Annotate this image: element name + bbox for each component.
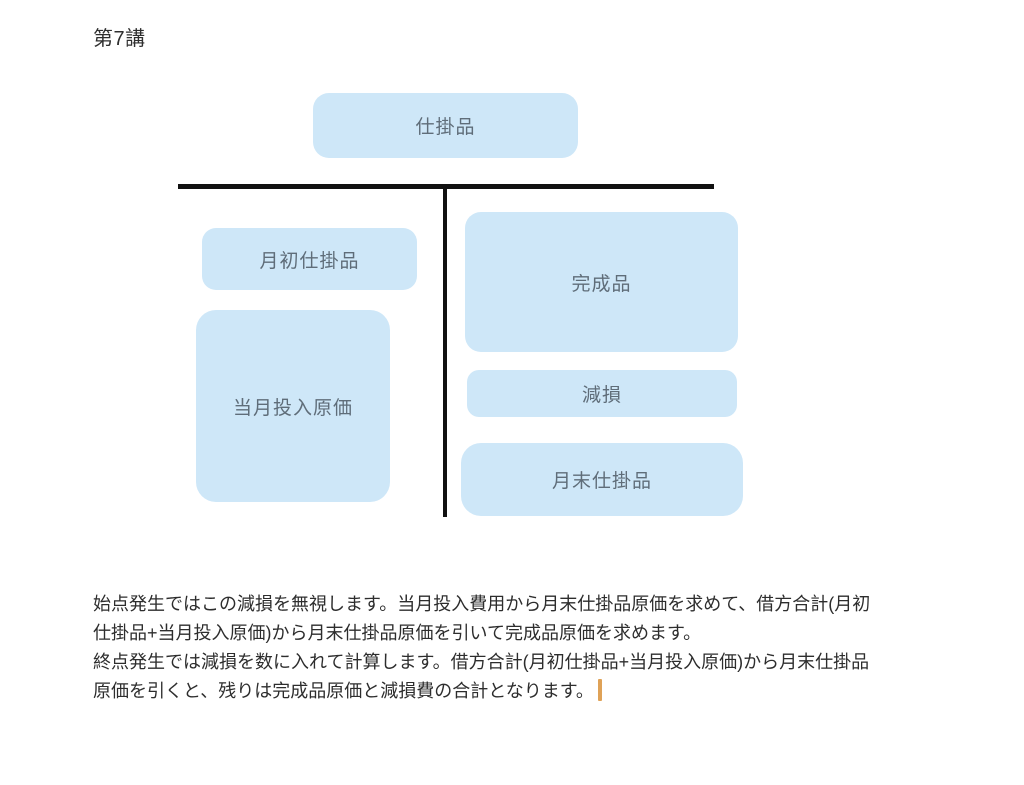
shape-wip-account-title[interactable]: 仕掛品 bbox=[313, 93, 578, 158]
t-account-vertical-line bbox=[443, 186, 447, 517]
note-line: 仕掛品+当月投入原価)から月末仕掛品原価を引いて完成品原価を求めます。 bbox=[93, 623, 702, 643]
shape-label: 月末仕掛品 bbox=[551, 471, 652, 492]
shape-ending-wip[interactable]: 月末仕掛品 bbox=[461, 443, 743, 516]
shape-beginning-wip[interactable]: 月初仕掛品 bbox=[202, 228, 417, 290]
shape-shrinkage-loss[interactable]: 減損 bbox=[467, 370, 737, 417]
page-title: 第7講 bbox=[93, 28, 146, 50]
shape-current-month-input-cost[interactable]: 当月投入原価 bbox=[196, 310, 390, 502]
shape-finished-goods[interactable]: 完成品 bbox=[465, 212, 738, 352]
shape-label: 仕掛品 bbox=[415, 117, 476, 138]
note-line: 終点発生では減損を数に入れて計算します。借方合計(月初仕掛品+当月投入原価)から… bbox=[93, 652, 870, 672]
notes-text-area[interactable]: 始点発生ではこの減損を無視します。当月投入費用から月末仕掛品原価を求めて、借方合… bbox=[93, 590, 958, 706]
shape-label: 完成品 bbox=[571, 273, 632, 295]
shape-label: 減損 bbox=[581, 385, 622, 406]
text-caret bbox=[597, 679, 602, 701]
note-line-text: 原価を引くと、残りは完成品原価と減損費の合計となります。 bbox=[93, 681, 594, 701]
shape-label: 月初仕掛品 bbox=[259, 250, 360, 272]
note-line: 原価を引くと、残りは完成品原価と減損費の合計となります。 bbox=[93, 677, 958, 706]
shape-label: 当月投入原価 bbox=[232, 397, 353, 419]
note-line: 始点発生ではこの減損を無視します。当月投入費用から月末仕掛品原価を求めて、借方合… bbox=[93, 594, 871, 614]
